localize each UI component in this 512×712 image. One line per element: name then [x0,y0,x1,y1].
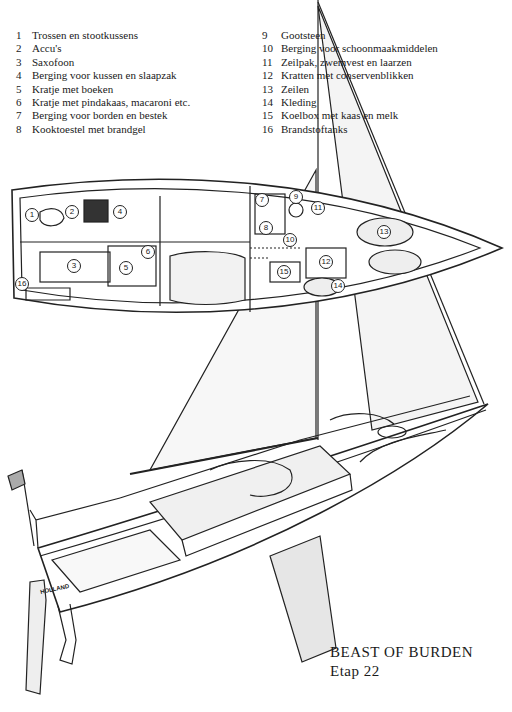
callout-number: 6 [141,245,155,259]
boat-name: BEAST OF BURDEN [330,644,473,661]
legend-text: Zeilen [281,83,309,96]
stern-pulpit [30,498,120,548]
callout-number: 5 [119,261,133,275]
cockpit [52,530,180,592]
callout-number: 3 [67,259,81,273]
callout-number: 7 [255,193,269,207]
legend-text: Kleding [281,96,316,109]
legend-number: 3 [16,56,22,69]
legend-number: 15 [262,109,273,122]
plan-bunk-cushion [170,252,245,305]
legend-number: 9 [262,29,268,42]
callout-number: 13 [377,225,391,239]
legend-number: 13 [262,83,273,96]
legend-number: 11 [262,56,273,69]
plan-fuel-tank [26,288,70,300]
plan-stove [255,194,285,234]
flag [8,470,25,490]
callout-number: 1 [25,208,39,222]
plan-cushion [369,250,421,274]
legend-text: Brandstoftanks [281,123,348,136]
callout-number: 16 [15,277,29,291]
callout-number: 14 [331,279,345,293]
legend-text: Kratje met boeken [32,83,113,96]
plan-hull [12,179,502,312]
sheer-line [40,410,486,556]
legend-text: Berging voor kussen en slaapzak [32,69,177,82]
plan-crates [108,246,156,286]
callout-number: 9 [289,190,303,204]
plan-battery [84,200,108,222]
keel [270,536,336,662]
outboard-motor [58,604,76,664]
legend-text: Koelbox met kaas en melk [281,109,398,122]
legend-text: Accu's [32,42,61,55]
legend-number: 6 [16,96,22,109]
legend-number: 10 [262,42,273,55]
legend-number: 14 [262,96,273,109]
legend-text: Zeilpak, zwemvest en laarzen [281,56,412,69]
cabin-side [182,474,352,556]
callout-number: 4 [113,205,127,219]
legend-number: 1 [16,29,22,42]
legend-text: Kooktoestel met brandgel [32,123,146,136]
legend-number: 2 [16,42,22,55]
legend-number: 12 [262,69,273,82]
hull [38,404,488,612]
legend-text: Berging voor schoonmaakmiddelen [281,42,438,55]
callout-number: 12 [319,255,333,269]
legend-number: 16 [262,123,273,136]
callout-number: 8 [259,221,273,235]
legend-text: Berging voor borden en bestek [32,109,167,122]
plan-crates-right [306,248,346,278]
plan-box [270,262,300,282]
legend-text: Saxofoon [32,56,74,69]
caption-text: Etap 22 [330,663,380,680]
callout-number: 15 [277,265,291,279]
legend-text: Gootsteen [281,29,326,42]
plan-sails-bag [357,218,413,246]
cabin-interior-cushion [210,461,292,497]
rudder [26,580,46,694]
callout-number: 2 [65,205,79,219]
plan-bulkheads [20,186,250,312]
deck-hatch [378,426,406,438]
legend-text: Trossen en stootkussens [32,29,138,42]
plan-floor-hatch [250,248,300,258]
cabin-top [150,446,350,540]
plan-ropes [40,209,64,226]
legend-text: Kratje met pindakaas, macaroni etc. [32,96,190,109]
legend-number: 4 [16,69,22,82]
sail-bag [330,414,394,424]
legend-text: Kratten met conservenblikken [281,69,414,82]
callout-number: 11 [311,201,325,215]
legend-number: 5 [16,83,22,96]
legend-number: 8 [16,123,22,136]
lifeline [120,396,470,498]
plan-locker [40,252,110,282]
foredeck-hatch [360,430,446,462]
legend-number: 7 [16,109,22,122]
callout-number: 10 [283,233,297,247]
plan-sink [289,203,303,217]
